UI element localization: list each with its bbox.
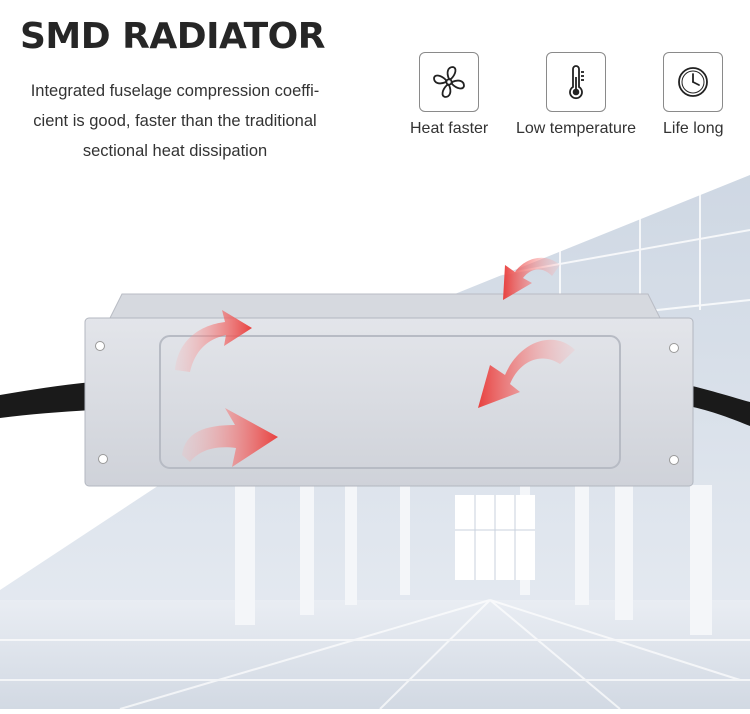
description-line-3: sectional heat dissipation (82, 142, 268, 160)
feature-heat-faster: Heat faster (410, 52, 488, 138)
description-line-2: cient is good, faster than the tradition… (33, 112, 317, 130)
airflow-arrow (175, 310, 252, 372)
description-line-1: Integrated fuselage compression coeffi- (30, 82, 320, 100)
product-scene (0, 160, 750, 710)
feature-life-long: Life long (663, 52, 724, 138)
airflow-arrows (175, 257, 575, 467)
floor (0, 600, 750, 709)
right-cable (688, 385, 750, 426)
fan-icon (419, 52, 480, 112)
feature-low-temperature: Low temperature (516, 52, 636, 138)
page-title: SMD RADIATOR (20, 16, 325, 57)
feature-label: Heat faster (410, 120, 489, 137)
radiator-housing (84, 293, 694, 487)
description: Integrated fuselage compression coeffi- … (10, 76, 340, 166)
clock-icon (663, 52, 724, 112)
airflow-arrow (182, 408, 278, 467)
airflow-arrow (503, 257, 560, 300)
product-photo (0, 160, 750, 710)
feature-label: Life long (663, 120, 724, 137)
left-cable (0, 382, 92, 418)
feature-label: Low temperature (516, 120, 637, 137)
airflow-arrow (478, 339, 575, 408)
thermometer-icon (546, 52, 607, 112)
